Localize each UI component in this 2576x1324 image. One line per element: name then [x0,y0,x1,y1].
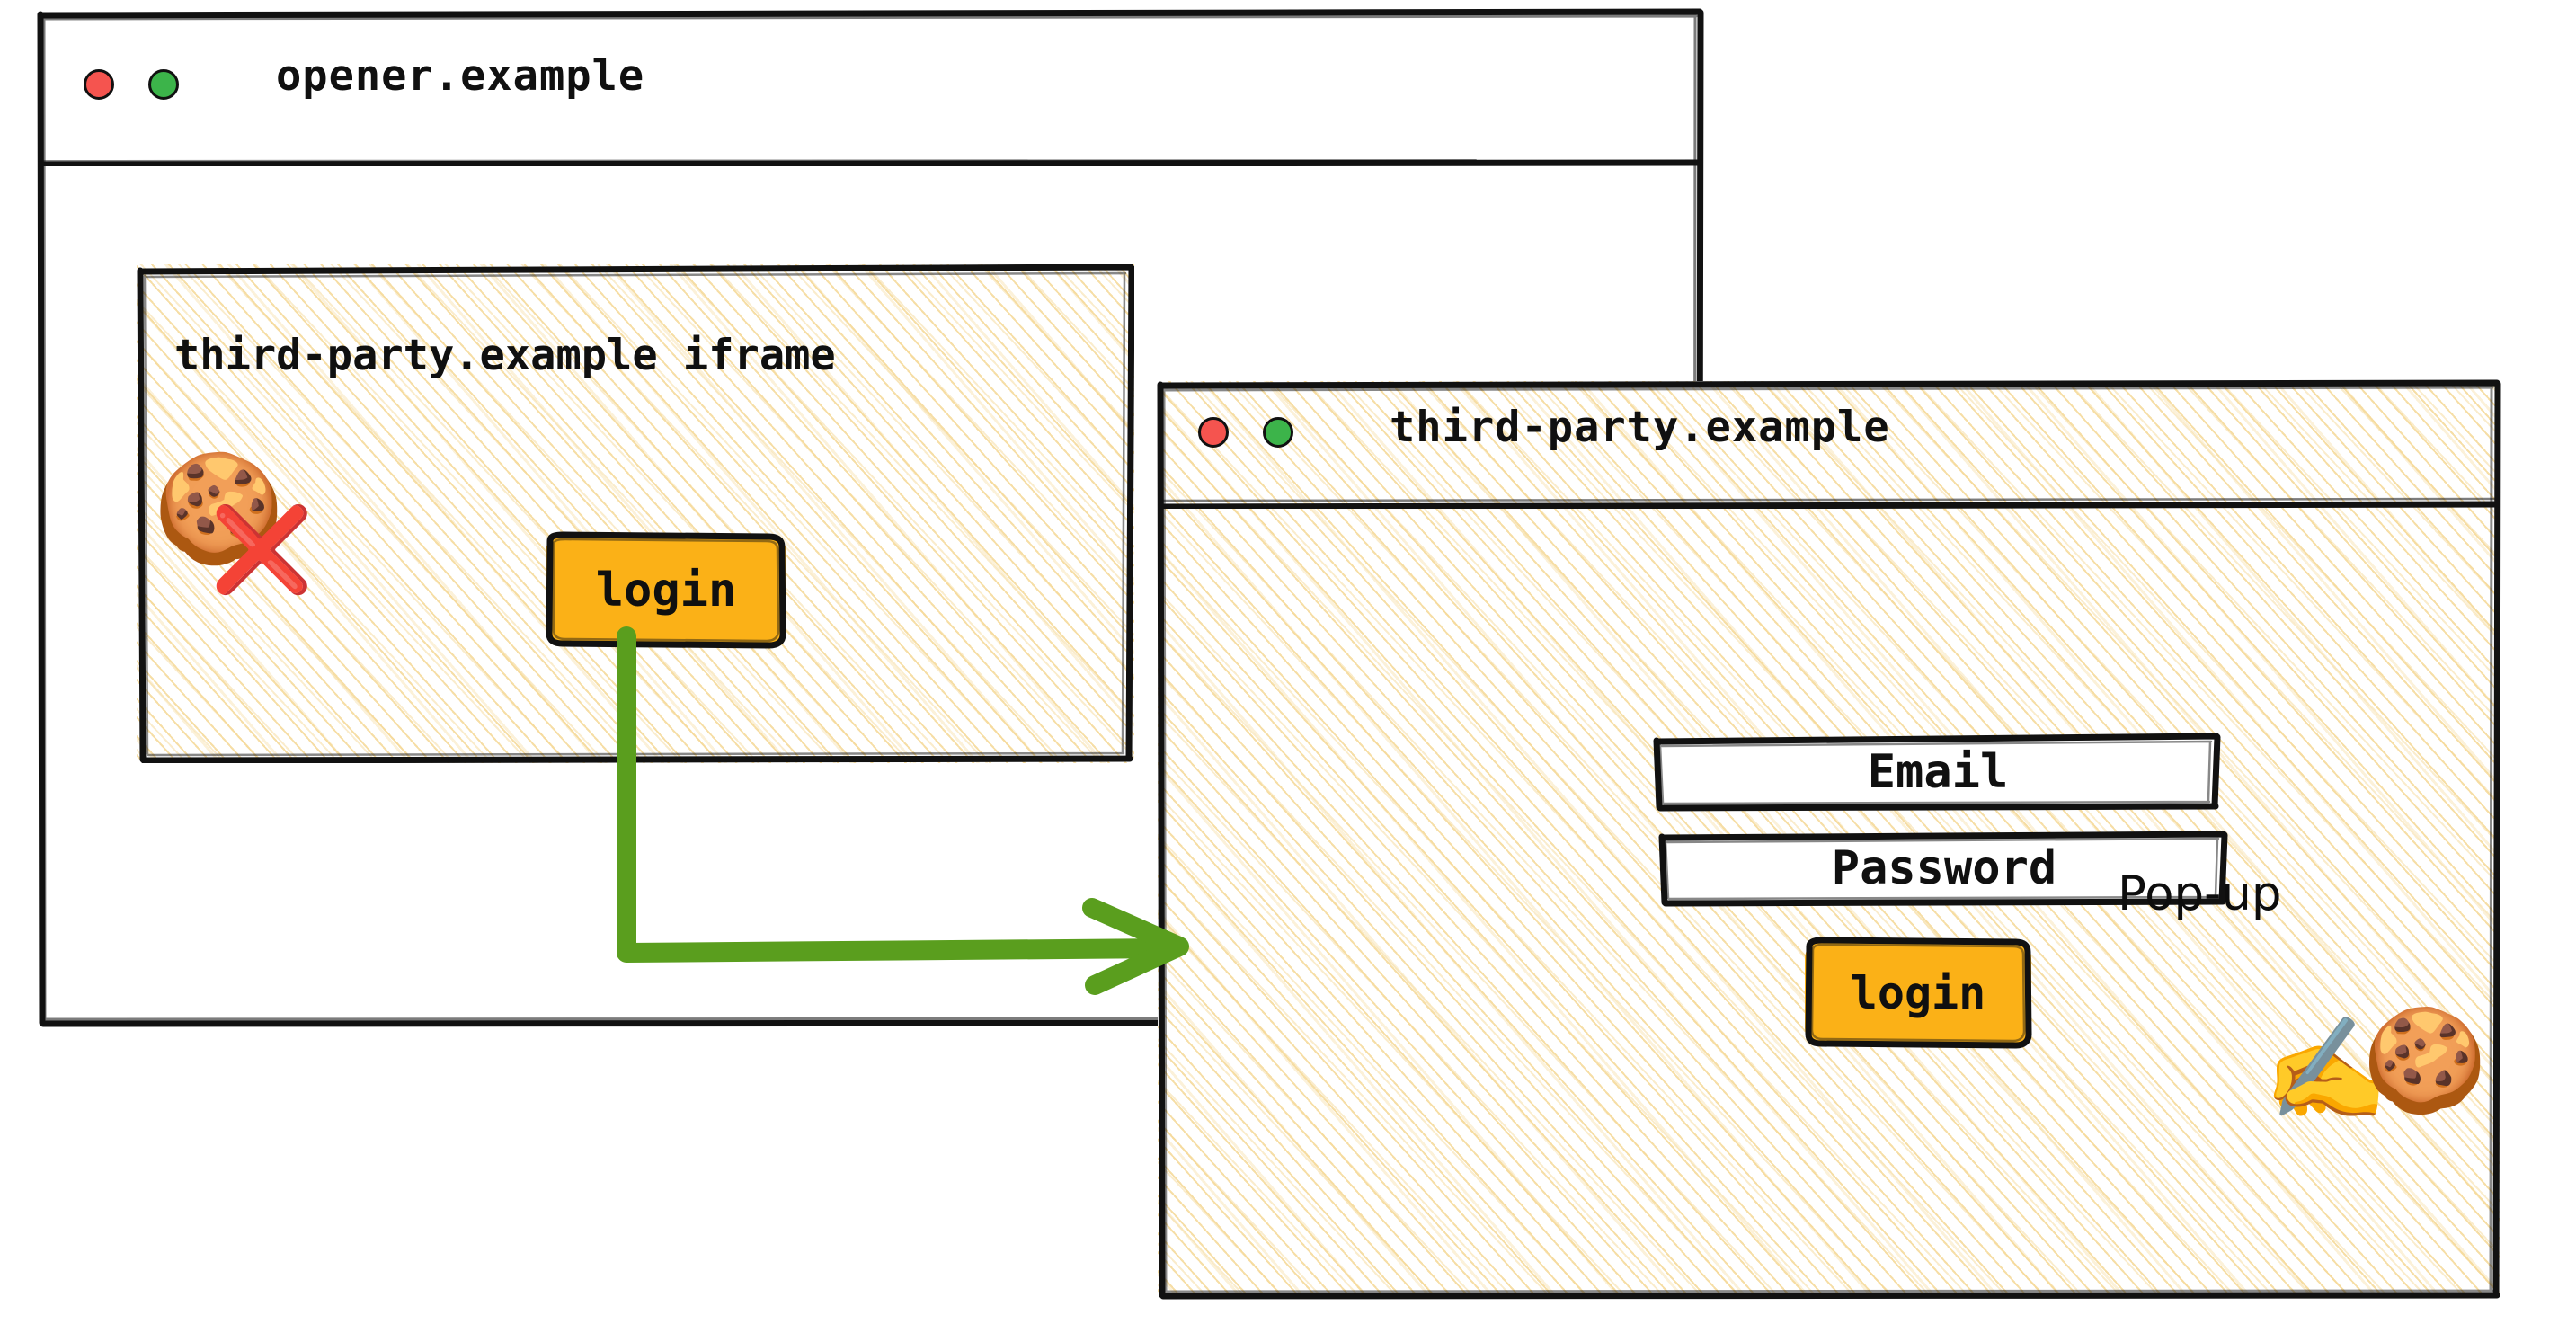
iframe-border [137,263,1135,764]
close-dot[interactable] [1198,417,1229,448]
third-party-iframe: third-party.example iframe 🍪 ❌ login [137,263,1135,764]
popup-body: Email Password login Pop-up ✍️ 🍪 [1158,381,2500,1298]
popup-title-text: third-party.example [1390,403,1890,452]
third-party-popup-window: third-party.example Email Password [1157,379,2501,1300]
email-input-label: Email [1867,745,2009,799]
popup-title-bar: third-party.example [1157,381,2501,511]
popup-window-controls[interactable] [1198,417,1293,448]
maximize-dot[interactable] [1263,417,1293,448]
blocked-cross-icon: ❌ [210,502,314,598]
opener-window-controls[interactable] [84,69,179,100]
email-input[interactable]: Email [1653,733,2221,812]
cookie-icon: 🍪 [2362,1002,2488,1119]
popup-annotation-label: Pop-up [2118,866,2282,921]
popup-login-button-label: login [1850,967,1986,1019]
close-dot[interactable] [84,69,114,100]
opener-title-bar: opener.example [36,10,1703,168]
opener-title-text: opener.example [276,51,645,101]
iframe-login-button[interactable]: login [546,531,786,649]
popup-login-button[interactable]: login [1805,937,2032,1049]
password-input-label: Password [1831,841,2057,895]
iframe-login-button-label: login [595,564,737,618]
popup-titlebar-divider [1157,497,2501,511]
opener-titlebar-divider [36,159,1703,168]
writing-hand-icon: ✍️ [2263,1011,2389,1128]
maximize-dot[interactable] [148,69,179,100]
iframe-label: third-party.example iframe [174,331,836,380]
